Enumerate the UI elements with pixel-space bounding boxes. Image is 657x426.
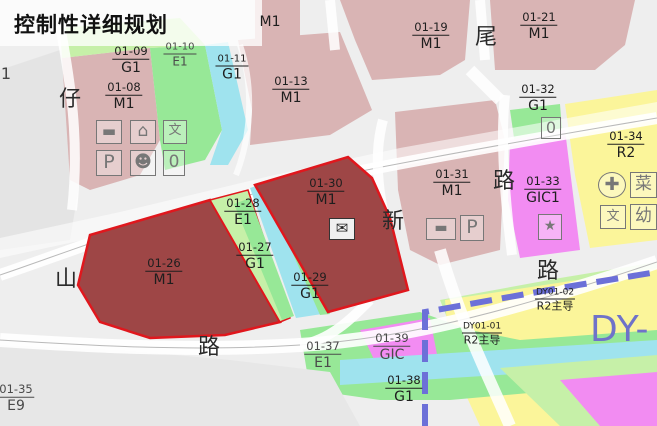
hospital-icon: ✚ [598,172,626,198]
road-label-lu-3: 路 [197,335,221,360]
parcel-label-01-12: 01-12M1 [259,13,281,30]
parking-icon: P [96,150,122,176]
kindergarten-icon: 幼 [630,204,657,230]
pink-bottom-right [560,372,657,426]
road-label-1: 1 [0,64,12,83]
parcel-01-21-area [490,0,635,70]
home-icon: ⌂ [130,120,156,144]
district-boundary [422,269,657,426]
parking-icon: P [460,215,484,241]
police-icon: ★ [538,214,562,240]
road-label-shan: 山 [54,267,78,292]
parcel-01-12-area [255,0,300,45]
parcel-01-19-area [340,0,470,80]
map-title-panel: 控制性详细规划 [0,0,262,46]
toilet-icon: 0 [541,117,561,139]
hillside-area [0,50,85,250]
road-label-lu-1: 路 [492,169,516,194]
toilet-icon: 0 [163,150,185,176]
river-lower [340,340,657,385]
road-label-wei: 尾 [474,25,498,50]
parcel-01-33-area [508,130,580,258]
bus-stop-icon: ▬ [426,218,456,240]
culture-icon: 文 [600,205,626,229]
health-icon: ☻ [130,150,156,176]
parcel-01-27-strip [234,198,294,320]
map-title: 控制性详细规划 [14,13,168,37]
road-label-lu-2: 路 [536,259,560,284]
culture-icon: 文 [163,120,187,144]
hillside-bottom [0,345,360,426]
district-code-label: DY- [590,309,650,350]
fire-station-icon: ▬ [96,120,122,144]
river-upper [205,42,248,165]
parcel-01-11-area [150,45,222,170]
vegetable-market-icon: 菜 [630,172,657,198]
road-label-xin: 新 [381,209,405,234]
mail-icon: ✉ [329,218,355,240]
road-label-zai: 仔 [58,87,82,112]
parcel-01-08-area [62,48,160,190]
